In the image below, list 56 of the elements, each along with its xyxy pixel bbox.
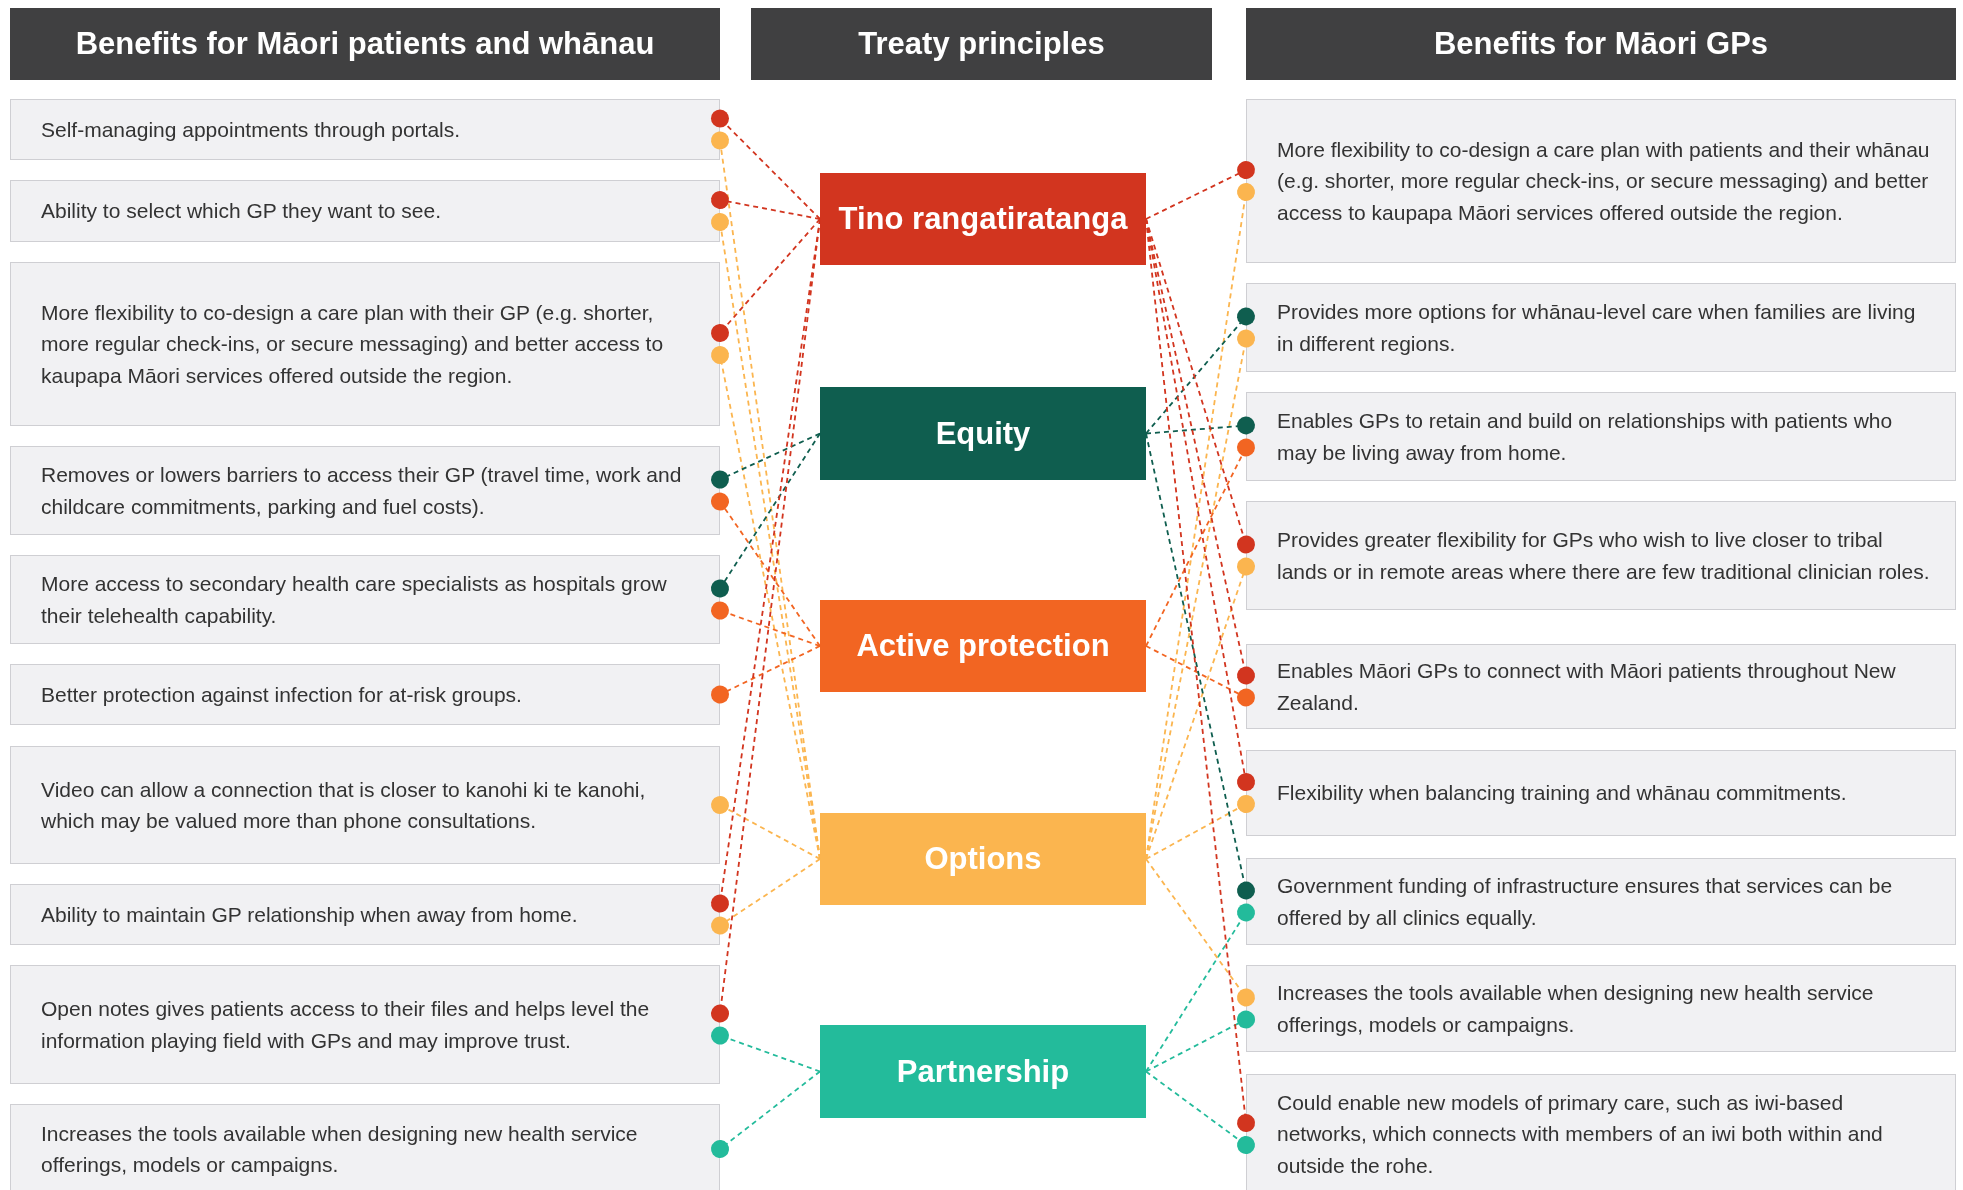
dashed-connector — [1145, 161, 1255, 220]
dashed-connector — [1145, 858, 1255, 1007]
benefit-card: More access to secondary health care specialists as hospitals grow their telehealth capability. — [10, 555, 720, 644]
dashed-connector — [711, 109, 821, 220]
benefit-card: More flexibility to co-design a care plan with their GP (e.g. shorter, more regular check-ins, or secure messaging) and better access to kaupapa Māori services offered outside the region. — [10, 262, 720, 426]
benefit-card: Could enable new models of primary care, such as iwi-based networks, which connects with members of an iwi both within and outside the rohe. — [1246, 1074, 1956, 1190]
benefit-card: Increases the tools available when designing new health service offerings, models or campaigns. — [1246, 965, 1956, 1052]
column-header: Benefits for Māori GPs — [1246, 8, 1956, 80]
dashed-connector — [1145, 432, 1255, 900]
dashed-connector — [1145, 645, 1255, 707]
benefit-card: Video can allow a connection that is closer to kanohi ki te kanohi, which may be valued more than phone consultations. — [10, 746, 720, 864]
dashed-connector — [711, 492, 821, 647]
benefit-card: Flexibility when balancing training and whānau commitments. — [1246, 750, 1956, 836]
benefit-card: Ability to maintain GP relationship when away from home. — [10, 884, 720, 945]
dashed-connector — [1145, 218, 1255, 554]
benefit-card: Enables GPs to retain and build on relationships with patients who may be living away from home. — [1246, 392, 1956, 481]
benefit-card: Removes or lowers barriers to access their GP (travel time, work and childcare commitments, parking and fuel costs). — [10, 446, 720, 535]
benefit-card: More flexibility to co-design a care plan with patients and their whānau (e.g. shorter, more regular check-ins, or secure messaging) and better access to kaupapa Māori services offered outside the region. — [1246, 99, 1956, 263]
dashed-connector — [1145, 183, 1255, 860]
dashed-connector — [1145, 1070, 1255, 1154]
benefit-card: Provides more options for whānau-level care when families are living in different regions. — [1246, 283, 1956, 372]
principle-box: Options — [820, 813, 1146, 905]
principle-box: Equity — [820, 387, 1146, 480]
dashed-connector — [711, 346, 821, 860]
dashed-connector — [1145, 903, 1255, 1073]
benefit-card: Open notes gives patients access to their files and helps level the information playing field with GPs and may improve trust. — [10, 965, 720, 1084]
dashed-connector — [1145, 307, 1255, 435]
dashed-connector — [1145, 416, 1255, 435]
dashed-connector — [1145, 557, 1255, 860]
dashed-connector — [1145, 218, 1255, 1132]
benefit-card: Self-managing appointments through portals. — [10, 99, 720, 160]
dashed-connector — [1145, 329, 1255, 860]
dashed-connector — [711, 858, 821, 935]
dashed-connector — [1145, 1010, 1255, 1073]
dashed-connector — [1145, 438, 1255, 647]
dashed-connector — [711, 796, 821, 860]
dashed-connector — [711, 645, 821, 704]
column-header: Benefits for Māori patients and whānau — [10, 8, 720, 80]
dashed-connector — [711, 432, 821, 489]
principle-box: Partnership — [820, 1025, 1146, 1118]
dashed-connector — [711, 218, 821, 342]
dashed-connector — [711, 1070, 821, 1158]
principle-box: Active protection — [820, 600, 1146, 692]
dashed-connector — [711, 601, 821, 647]
benefit-card: Better protection against infection for at-risk groups. — [10, 664, 720, 725]
column-header: Treaty principles — [751, 8, 1212, 80]
benefit-card: Provides greater flexibility for GPs who wish to live closer to tribal lands or in remote areas where there are few traditional clinician roles. — [1246, 501, 1956, 610]
dashed-connector — [1145, 795, 1255, 860]
principle-box: Tino rangatiratanga — [820, 173, 1146, 265]
benefit-card: Government funding of infrastructure ensures that services can be offered by all clinics equally. — [1246, 858, 1956, 945]
dashed-connector — [711, 432, 821, 598]
dashed-connector — [711, 191, 821, 220]
benefit-card: Increases the tools available when designing new health service offerings, models or campaigns. — [10, 1104, 720, 1190]
benefit-card: Enables Māori GPs to connect with Māori patients throughout New Zealand. — [1246, 644, 1956, 729]
dashed-connector — [711, 1026, 821, 1073]
benefit-card: Ability to select which GP they want to see. — [10, 180, 720, 242]
